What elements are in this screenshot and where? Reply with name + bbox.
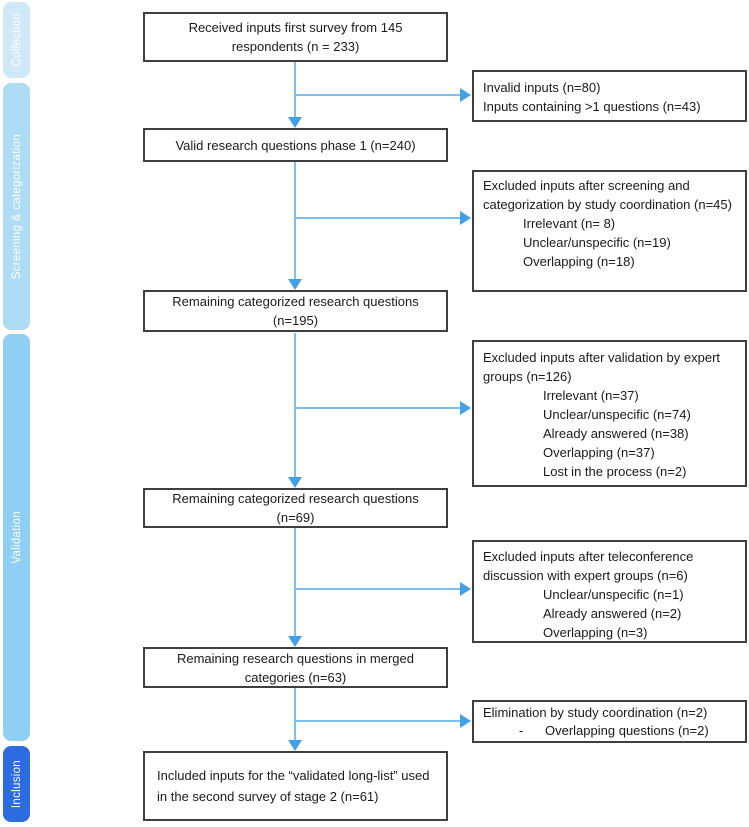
side-box-excluded-teleconference: Excluded inputs after teleconference dis… (472, 540, 747, 643)
flow-box-included-inputs-61: Included inputs for the “validated long-… (143, 751, 448, 821)
side-box-line: Unclear/unspecific (n=19) (523, 235, 671, 250)
arrow-down-icon (288, 117, 302, 128)
flow-connector-line (295, 720, 461, 722)
stage-label-collection: Collection (10, 13, 23, 67)
side-box-line: Already answered (n=38) (543, 426, 689, 441)
side-box-line: Inputs containing >1 questions (n=43) (483, 99, 701, 114)
side-box-elimination-coordination: Elimination by study coordination (n=2) … (472, 700, 747, 743)
arrow-right-icon (460, 582, 471, 596)
arrow-down-icon (288, 740, 302, 751)
dash-bullet: - (519, 723, 524, 738)
side-box-excluded-screening: Excluded inputs after screening and cate… (472, 170, 747, 292)
sidebar-stage-screening-categorization: Screening & categorization (3, 83, 30, 330)
side-box-line: Irrelevant (n= 8) (523, 216, 616, 231)
side-box-excluded-validation: Excluded inputs after validation by expe… (472, 340, 747, 487)
flow-connector-line (295, 217, 461, 219)
side-box-line: Excluded inputs after validation by expe… (483, 350, 721, 384)
side-box-line: Overlapping (n=37) (543, 445, 655, 460)
arrow-right-icon (460, 714, 471, 728)
flow-box-remaining-merged-63-text: Remaining research questions in merged c… (176, 650, 414, 685)
flow-connector-line (294, 62, 296, 118)
arrow-down-icon (288, 279, 302, 290)
flow-box-remaining-categorized-195: Remaining categorized research questions… (143, 290, 448, 332)
arrow-right-icon (460, 88, 471, 102)
side-box-line: - Overlapping questions (n=2) (483, 722, 736, 740)
stage-label-inclusion: Inclusion (10, 759, 23, 809)
side-box-line-text: Overlapping questions (n=2) (545, 723, 709, 738)
side-box-line: Already answered (n=2) (543, 606, 682, 621)
flow-connector-line (295, 588, 461, 590)
flow-box-remaining-categorized-69-text: Remaining categorized research questions… (172, 491, 419, 525)
side-box-line: Elimination by study coordination (n=2) (483, 705, 708, 720)
side-box-invalid-inputs: Invalid inputs (n=80) Inputs containing … (472, 70, 747, 122)
flow-connector-line (294, 162, 296, 280)
sidebar-stage-validation: Validation (3, 334, 30, 741)
side-box-line: Lost in the process (n=2) (543, 464, 687, 479)
flow-box-remaining-merged-63: Remaining research questions in merged c… (143, 647, 448, 688)
side-box-line: Excluded inputs after teleconference dis… (483, 549, 694, 583)
side-box-line: Invalid inputs (n=80) (483, 80, 601, 95)
arrow-right-icon (460, 401, 471, 415)
side-box-line: Unclear/unspecific (n=74) (543, 407, 691, 422)
flow-connector-line (294, 333, 296, 478)
flow-connector-line (295, 94, 461, 96)
arrow-down-icon (288, 636, 302, 647)
side-box-line: Excluded inputs after screening and cate… (483, 178, 732, 212)
stage-label-validation: Validation (10, 511, 23, 564)
flow-box-remaining-categorized-195-text: Remaining categorized research questions… (172, 294, 419, 328)
arrow-down-icon (288, 477, 302, 488)
sidebar-stage-collection: Collection (3, 2, 30, 78)
flow-box-valid-questions-phase1: Valid research questions phase 1 (n=240) (143, 128, 448, 162)
flow-box-remaining-categorized-69: Remaining categorized research questions… (143, 488, 448, 528)
side-box-line: Irrelevant (n=37) (543, 388, 639, 403)
flow-connector-line (294, 688, 296, 741)
flow-box-valid-questions-phase1-text: Valid research questions phase 1 (n=240) (175, 137, 416, 153)
side-box-line: Overlapping (n=18) (523, 254, 635, 269)
side-box-line: Unclear/unspecific (n=1) (543, 587, 684, 602)
side-box-line: Overlapping (n=3) (543, 625, 648, 640)
stage-label-screening-categorization: Screening & categorization (10, 133, 23, 280)
arrow-right-icon (460, 211, 471, 225)
flow-box-received-inputs: Received inputs first survey from 145 re… (143, 12, 448, 62)
flow-box-included-inputs-61-text: Included inputs for the “validated long-… (157, 768, 430, 804)
flow-box-received-inputs-text: Received inputs first survey from 145 re… (188, 20, 403, 54)
flow-connector-line (295, 407, 461, 409)
flow-connector-line (294, 528, 296, 637)
sidebar-stage-inclusion: Inclusion (3, 746, 30, 822)
